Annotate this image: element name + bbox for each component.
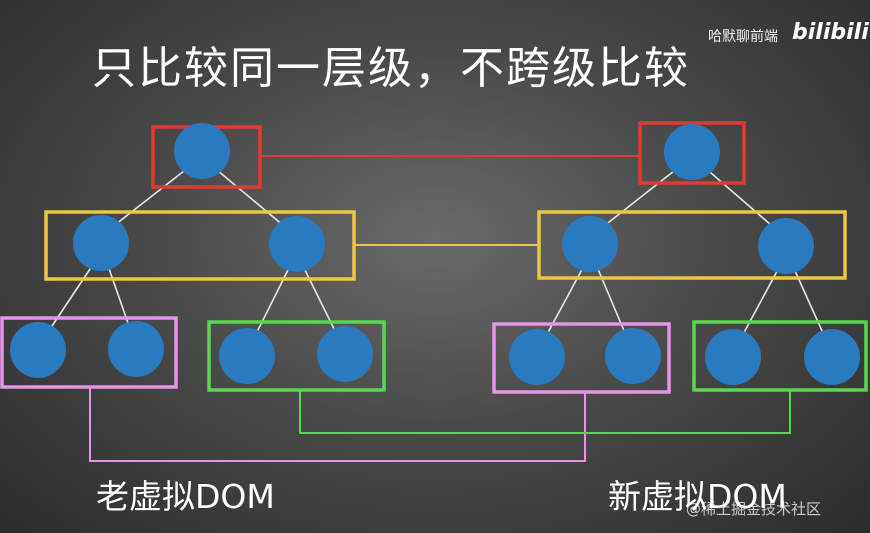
new-leaf-node-4 (804, 329, 860, 385)
new-leaf-node-3 (705, 329, 761, 385)
old-level2-box (44, 210, 356, 281)
old-level3-green-box (207, 320, 386, 392)
new-level3-pink-box (492, 322, 671, 394)
new-level1-box (638, 121, 746, 185)
new-leaf-node-2 (605, 328, 661, 384)
slide-title: 只比较同一层级，不跨级比较 (92, 43, 690, 94)
new-root-node (664, 124, 720, 180)
watermark-author: 哈默聊前端 (708, 29, 778, 45)
old-leaf-node-3 (219, 328, 275, 384)
new-leaf-node-1 (509, 329, 565, 385)
new-vdom-label: 新虚拟DOM (608, 477, 787, 516)
old-leaf-node-2 (108, 321, 164, 377)
new-level3-green-box (692, 320, 868, 392)
old-leaf-node-4 (317, 326, 373, 382)
old-level2-right-node (269, 216, 325, 272)
bilibili-logo: bilibili (792, 20, 869, 45)
old-vdom-label: 老虚拟DOM (96, 477, 275, 516)
watermark-community: @稀土掘金技术社区 (686, 500, 822, 518)
new-level2-left-node (562, 216, 618, 272)
old-level3-pink-box (0, 316, 178, 389)
new-level2-right-node (758, 218, 814, 274)
old-level2-left-node (73, 215, 129, 271)
green-group-compare-link (299, 390, 791, 434)
old-leaf-node-1 (10, 322, 66, 378)
pink-group-compare-link (89, 388, 586, 462)
old-root-node (174, 123, 230, 179)
new-level2-box (537, 210, 847, 280)
